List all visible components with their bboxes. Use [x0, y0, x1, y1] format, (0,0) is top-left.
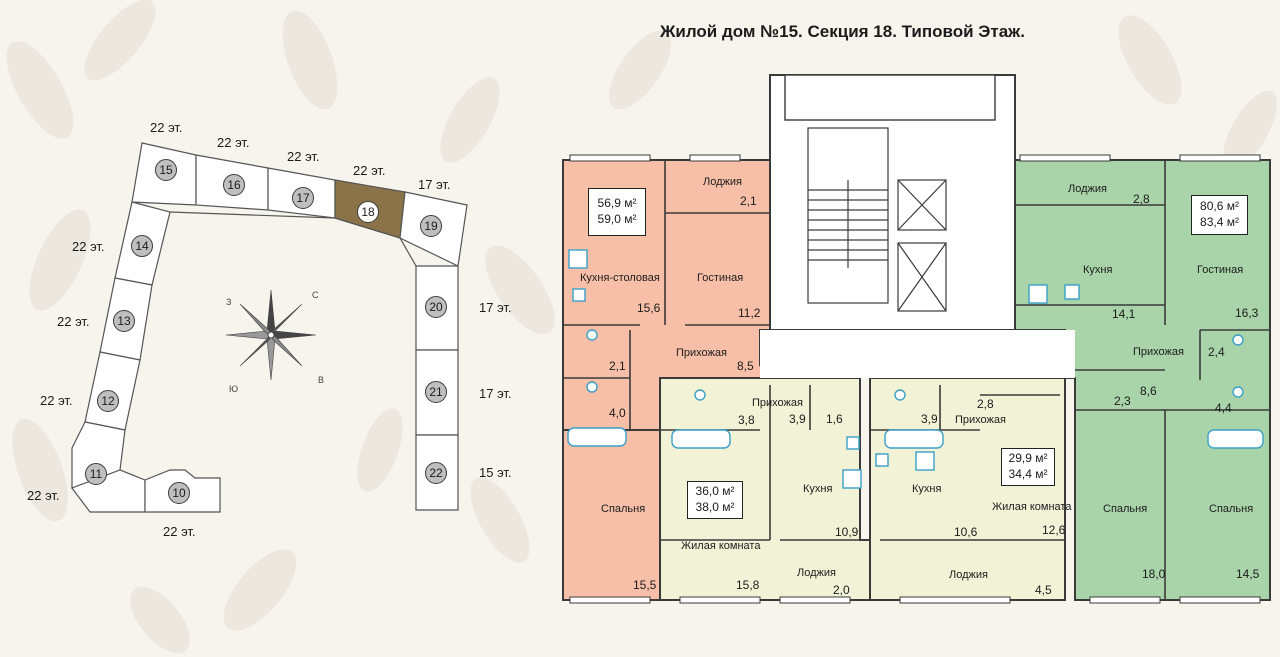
room-label-loggia-left: Лоджия	[703, 176, 742, 188]
section-badge-20[interactable]: 20	[425, 296, 447, 318]
room-label-hallway-right: Прихожая	[1133, 346, 1184, 358]
compass-rose-icon	[226, 290, 316, 380]
room-label-hallway-center-left: Прихожая	[752, 397, 803, 409]
room-area-wc-right: 2,4	[1208, 345, 1225, 359]
room-area-bath-center-left: 3,8	[738, 413, 755, 427]
apartment-left-area-living: 56,9 м²	[597, 196, 637, 211]
elevator-shafts	[897, 179, 947, 312]
windows	[569, 154, 1261, 604]
room-label-hallway-center-right: Прихожая	[955, 414, 1006, 426]
section-badge-19[interactable]: 19	[420, 215, 442, 237]
room-area-hallway-center-right: 2,8	[977, 397, 994, 411]
apartment-center-right-area-total: 34,4 м²	[1008, 467, 1048, 481]
section-badge-10[interactable]: 10	[168, 482, 190, 504]
floors-label-19: 17 эт.	[418, 177, 451, 192]
apartment-right-area-total: 83,4 м²	[1200, 215, 1239, 229]
room-area-hallway-right: 8,6	[1140, 384, 1157, 398]
section-badge-18[interactable]: 18	[357, 201, 379, 223]
section-badge-17[interactable]: 17	[292, 187, 314, 209]
room-area-living-left: 11,2	[738, 306, 761, 320]
room-area-bedroom-right-2: 14,5	[1236, 567, 1260, 581]
room-label-kitchen-right: Кухня	[1083, 264, 1113, 276]
apartment-center-right-area-living: 29,9 м²	[1008, 451, 1048, 466]
apartment-left-area-total: 59,0 м²	[597, 212, 637, 226]
floors-label-15: 22 эт.	[150, 120, 183, 135]
apartment-center-left-area-living: 36,0 м²	[695, 484, 735, 499]
room-label-loggia-right: Лоджия	[1068, 183, 1107, 195]
room-label-living-left: Гостиная	[697, 272, 744, 284]
room-area-loggia-left: 2,1	[740, 194, 757, 208]
room-label-living-right: Гостиная	[1197, 264, 1244, 276]
section-badge-12[interactable]: 12	[97, 390, 119, 412]
compass-west-label: З	[226, 297, 232, 307]
floors-label-18: 22 эт.	[353, 163, 386, 178]
apartment-center-right-area-box[interactable]: 29,9 м² 34,4 м²	[1001, 448, 1055, 486]
room-area-hallway-center-left: 3,9	[789, 412, 806, 426]
apartment-left-area-box[interactable]: 56,9 м² 59,0 м²	[588, 188, 646, 236]
room-area-kitchen-center-left: 10,9	[835, 525, 859, 539]
section-badge-13[interactable]: 13	[113, 310, 135, 332]
floors-label-10: 22 эт.	[163, 524, 196, 539]
apartment-right-area-box[interactable]: 80,6 м² 83,4 м²	[1191, 195, 1248, 235]
section-badge-21[interactable]: 21	[425, 381, 447, 403]
floors-label-11: 22 эт.	[27, 488, 60, 503]
bathtubs	[567, 427, 1264, 449]
room-area-bath-center-right: 3,9	[921, 412, 938, 426]
floors-label-17: 22 эт.	[287, 149, 320, 164]
room-label-room-center-right: Жилая комната	[992, 501, 1072, 513]
floors-label-22: 15 эт.	[479, 465, 512, 480]
apartment-center-left-area-box[interactable]: 36,0 м² 38,0 м²	[687, 481, 743, 519]
room-label-loggia-center-left: Лоджия	[797, 567, 836, 579]
section-badge-14[interactable]: 14	[131, 235, 153, 257]
stairwell	[807, 127, 889, 304]
room-label-hallway-left: Прихожая	[676, 347, 727, 359]
room-area-kitchen-center-right: 10,6	[954, 525, 978, 539]
floors-label-20: 17 эт.	[479, 300, 512, 315]
floors-label-21: 17 эт.	[479, 386, 512, 401]
room-area-hallway-left: 8,5	[737, 359, 754, 373]
apartment-right-area-living: 80,6 м²	[1200, 199, 1239, 214]
room-label-room-center-left: Жилая комната	[681, 540, 761, 552]
room-label-loggia-center-right: Лоджия	[949, 569, 988, 581]
room-area-loggia-center-right: 4,5	[1035, 583, 1052, 597]
room-area-living-right: 16,3	[1235, 306, 1259, 320]
apartment-center-left-area-total: 38,0 м²	[695, 500, 735, 514]
room-area-bath-right: 4,4	[1215, 401, 1232, 415]
room-area-wc-left: 2,1	[609, 359, 626, 373]
section-badge-22[interactable]: 22	[425, 462, 447, 484]
room-area-wc-center-left: 1,6	[826, 412, 843, 426]
room-area-loggia-right: 2,8	[1133, 192, 1150, 206]
room-label-bedroom-right-2: Спальня	[1209, 503, 1254, 515]
room-area-bedroom-left: 15,5	[633, 578, 657, 592]
room-area-storage-right: 2,3	[1114, 394, 1131, 408]
floor-plan-shell	[562, 74, 1271, 601]
room-area-room-center-left: 15,8	[736, 578, 760, 592]
section-badge-15[interactable]: 15	[155, 159, 177, 181]
room-area-bedroom-right-1: 18,0	[1142, 567, 1166, 581]
room-label-bedroom-right-1: Спальня	[1103, 503, 1148, 515]
kitchen-stoves	[568, 249, 1048, 489]
room-label-kitchen-dining: Кухня-столовая	[580, 272, 660, 284]
page-title: Жилой дом №15. Секция 18. Типовой Этаж.	[660, 22, 1025, 41]
floors-label-13: 22 эт.	[57, 314, 90, 329]
section-badge-11[interactable]: 11	[85, 463, 107, 485]
room-label-kitchen-center-left: Кухня	[803, 483, 833, 495]
room-label-bedroom-left: Спальня	[601, 503, 646, 515]
compass-east-label: В	[318, 375, 325, 385]
room-area-bath-left: 4,0	[609, 406, 626, 420]
room-area-kitchen-right: 14,1	[1112, 307, 1136, 321]
sinks	[572, 284, 1244, 467]
section-badge-16[interactable]: 16	[223, 174, 245, 196]
floors-label-16: 22 эт.	[217, 135, 250, 150]
floors-label-12: 22 эт.	[40, 393, 73, 408]
floors-label-14: 22 эт.	[72, 239, 105, 254]
room-area-loggia-center-left: 2,0	[833, 583, 850, 597]
room-area-kitchen-dining: 15,6	[637, 301, 661, 315]
room-area-room-center-right: 12,6	[1042, 523, 1066, 537]
compass-north-label: С	[312, 290, 319, 300]
compass-south-label: Ю	[229, 384, 239, 394]
room-label-kitchen-center-right: Кухня	[912, 483, 942, 495]
